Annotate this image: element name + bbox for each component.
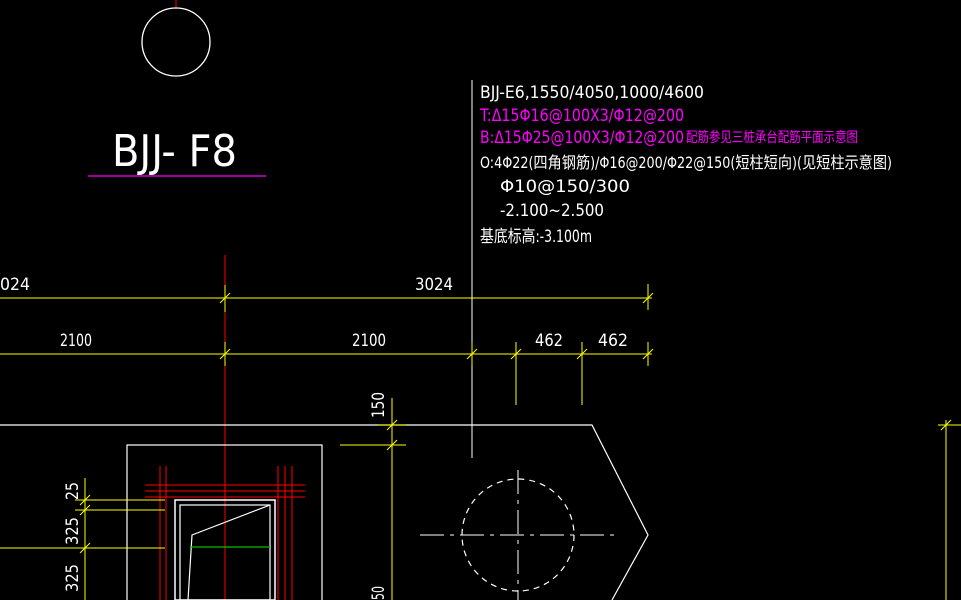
dimension-chain-top (0, 284, 654, 312)
note-line-3-remark: 配筋参见三桩承台配筋平面示意图 (686, 129, 858, 146)
note-line-4: O:4Φ22(四角钢筋)/Φ16@200/Φ22@150(短柱短向)(见短柱示意… (480, 153, 892, 172)
dim-label-top-right: 3024 (415, 275, 453, 295)
dim-label-vert-325b: 325 (63, 564, 83, 592)
column-section-inner (179, 504, 271, 600)
dim-label-vert-50: 50 (369, 586, 389, 600)
drawing-title: BJJ- F8 (112, 126, 237, 177)
note-line-3: B:Δ15Φ25@100X3/Φ12@200 (480, 128, 684, 148)
pile-cap-outline (0, 424, 649, 600)
dimension-chain-middle (0, 342, 654, 405)
note-line-7: 基底标高:-3.100m (480, 227, 592, 247)
axis-bubble-circle (141, 7, 211, 77)
dim-label-vert-325a: 325 (63, 517, 83, 545)
pile-center-cross (420, 470, 616, 600)
dimension-right-edge (938, 419, 961, 600)
column-break-line (187, 504, 271, 600)
note-line-5: Φ10@150/300 (500, 177, 630, 197)
column-section (174, 499, 276, 600)
dimension-vertical-left (0, 478, 165, 600)
dim-label-top-left: 024 (0, 275, 30, 295)
note-line-6: -2.100~2.500 (500, 201, 604, 221)
note-line-2: T:Δ15Φ16@100X3/Φ12@200 (479, 106, 684, 126)
short-column-outline (126, 444, 323, 600)
dim-label-vert-150: 150 (369, 392, 389, 418)
dimension-vertical-150 (340, 398, 406, 600)
dim-label-mid-right: 2100 (352, 331, 386, 351)
note-line-1: BJJ-E6,1550/4050,1000/4600 (480, 83, 704, 103)
dim-label-mid-left: 2100 (60, 331, 92, 351)
dim-label-right-a: 462 (535, 331, 563, 351)
rebar-lines-red (145, 466, 305, 600)
dim-label-right-b: 462 (598, 331, 628, 351)
dim-label-vert-25: 25 (63, 482, 83, 500)
